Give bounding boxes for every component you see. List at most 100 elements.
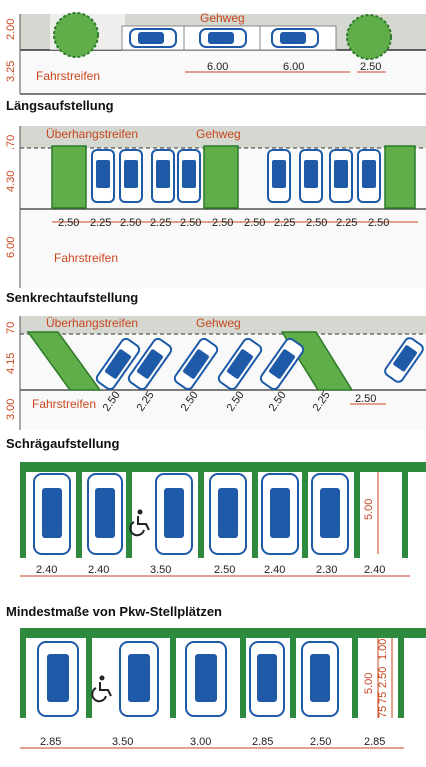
car-icon: [299, 149, 323, 203]
stellplatz-drawing: 5.00 2.40 2.40 3.50 2.50 2.40 2.30 2.40: [20, 462, 426, 577]
car-icon: [87, 473, 123, 555]
fahrstreifen-label: Fahrstreifen: [54, 251, 118, 265]
schraeg-drawing: Überhangstreifen Gehweg Fahrstreifen 70 …: [5, 316, 426, 430]
tree-icon: [53, 12, 99, 58]
dim-bottom: 2.50: [368, 217, 389, 229]
dim-bottom: 2.50: [244, 217, 265, 229]
tree-icon: [26, 331, 102, 391]
heading-mindest: Mindestmaße von Pkw-Stellplätzen: [6, 604, 222, 619]
wheelchair-icon: [129, 509, 150, 537]
dim-right: 2.50: [377, 667, 389, 688]
dim-bottom: 2.85: [40, 736, 61, 748]
fahrstreifen-label: Fahrstreifen: [36, 69, 100, 83]
car-icon: [384, 337, 424, 383]
gehweg-label: Gehweg: [196, 127, 241, 141]
car-icon: [91, 149, 115, 203]
panel-senkrecht: Überhangstreifen Gehweg Fahrstreifen .70…: [0, 120, 426, 288]
dim-bottom: 2.50: [214, 564, 235, 576]
dim-bottom: 3.00: [190, 736, 211, 748]
dim-bottom: 2.25: [150, 217, 171, 229]
laengs-drawing: Gehweg Fahrstreifen 2.00 3.25 6.00 6.00 …: [5, 11, 426, 95]
tree-icon: [51, 145, 87, 209]
fahrstreifen-label: Fahrstreifen: [32, 397, 96, 411]
dim-bottom: 2.30: [316, 564, 337, 576]
panel-schraeg: Überhangstreifen Gehweg Fahrstreifen 70 …: [0, 312, 426, 430]
car-icon: [173, 337, 219, 391]
car-icon: [267, 149, 291, 203]
car-icon: [217, 337, 263, 391]
dim-bottom: 2.50: [212, 217, 233, 229]
dim-bottom: 2.50: [310, 736, 331, 748]
dim-left: 3.00: [5, 399, 17, 420]
dim-bottom: 6.00: [283, 61, 304, 73]
dim-right: 75: [377, 706, 389, 718]
car-icon: [329, 149, 353, 203]
panel-schraegstellplatz: 5.00 2.40 2.40 3.50 2.50 2.40 2.30 2.40: [0, 458, 426, 590]
dim-bottom: 3.50: [112, 736, 133, 748]
dim-bottom: 6.00: [207, 61, 228, 73]
dim-bottom: 2.25: [336, 217, 357, 229]
dim-left: .70: [5, 135, 17, 150]
gehweg-label: Gehweg: [200, 11, 245, 25]
tree-icon: [203, 145, 239, 209]
mindest-drawing: 5.00 1.00 2.50 75 75 2.85 3.50 3.00 2.85…: [20, 628, 426, 749]
tree-icon: [384, 145, 416, 209]
dim-left: 6.00: [5, 237, 17, 258]
dim-bottom: 3.50: [150, 564, 171, 576]
dim-left: 3.25: [5, 61, 17, 82]
car-icon: [259, 337, 305, 391]
dim-bottom: 2.40: [88, 564, 109, 576]
car-icon: [261, 473, 299, 555]
senkrecht-drawing: Überhangstreifen Gehweg Fahrstreifen .70…: [5, 126, 426, 288]
dim-bottom: 2.50: [306, 217, 327, 229]
dim-bottom: 2.50: [360, 61, 381, 73]
dim-left: 4.15: [5, 353, 17, 374]
dim-right: 1.00: [377, 639, 389, 660]
car-icon: [177, 149, 201, 203]
dim-bottom: 2.50: [120, 217, 141, 229]
dim-right: 75: [377, 692, 389, 704]
wheelchair-icon: [91, 675, 112, 703]
car-icon: [271, 28, 319, 48]
panel-laengs: Gehweg Fahrstreifen 2.00 3.25 6.00 6.00 …: [0, 0, 426, 95]
ueberhang-label: Überhangstreifen: [46, 316, 138, 330]
car-icon: [155, 473, 193, 555]
tree-icon: [346, 14, 392, 60]
dim-left: 70: [5, 322, 17, 334]
heading-senkrecht: Senkrechtaufstellung: [6, 290, 139, 305]
car-icon: [127, 337, 173, 391]
dim-bottom: 2.40: [364, 564, 385, 576]
car-icon: [185, 641, 227, 717]
dim-right: 5.00: [363, 499, 375, 520]
dim-bottom: 2.85: [252, 736, 273, 748]
heading-laengs: Längsaufstellung: [6, 98, 114, 113]
ueberhang-label: Überhangstreifen: [46, 127, 138, 141]
dim-bottom: 2.25: [90, 217, 111, 229]
panel-mindest: 5.00 1.00 2.50 75 75 2.85 3.50 3.00 2.85…: [0, 624, 426, 762]
dim-bottom: 2.50: [180, 217, 201, 229]
car-icon: [209, 473, 247, 555]
car-icon: [199, 28, 247, 48]
dim-bottom: 2.40: [36, 564, 57, 576]
car-icon: [119, 641, 159, 717]
car-icon: [119, 149, 143, 203]
car-icon: [129, 28, 177, 48]
dim-bottom: 2.50: [355, 393, 376, 405]
car-icon: [301, 641, 339, 717]
dim-left: 2.00: [5, 19, 17, 40]
dim-left: 4.30: [5, 171, 17, 192]
car-icon: [357, 149, 381, 203]
dim-bottom: 2.85: [364, 736, 385, 748]
dim-right: 5.00: [363, 673, 375, 694]
dim-bottom: 2.50: [58, 217, 79, 229]
car-icon: [311, 473, 349, 555]
dim-bottom: 2.25: [274, 217, 295, 229]
car-icon: [249, 641, 285, 717]
heading-schraeg: Schrägaufstellung: [6, 436, 120, 451]
dim-bottom: 2.40: [264, 564, 285, 576]
car-icon: [33, 473, 71, 555]
gehweg-label: Gehweg: [196, 316, 241, 330]
car-icon: [95, 337, 141, 391]
car-icon: [151, 149, 175, 203]
car-icon: [37, 641, 79, 717]
